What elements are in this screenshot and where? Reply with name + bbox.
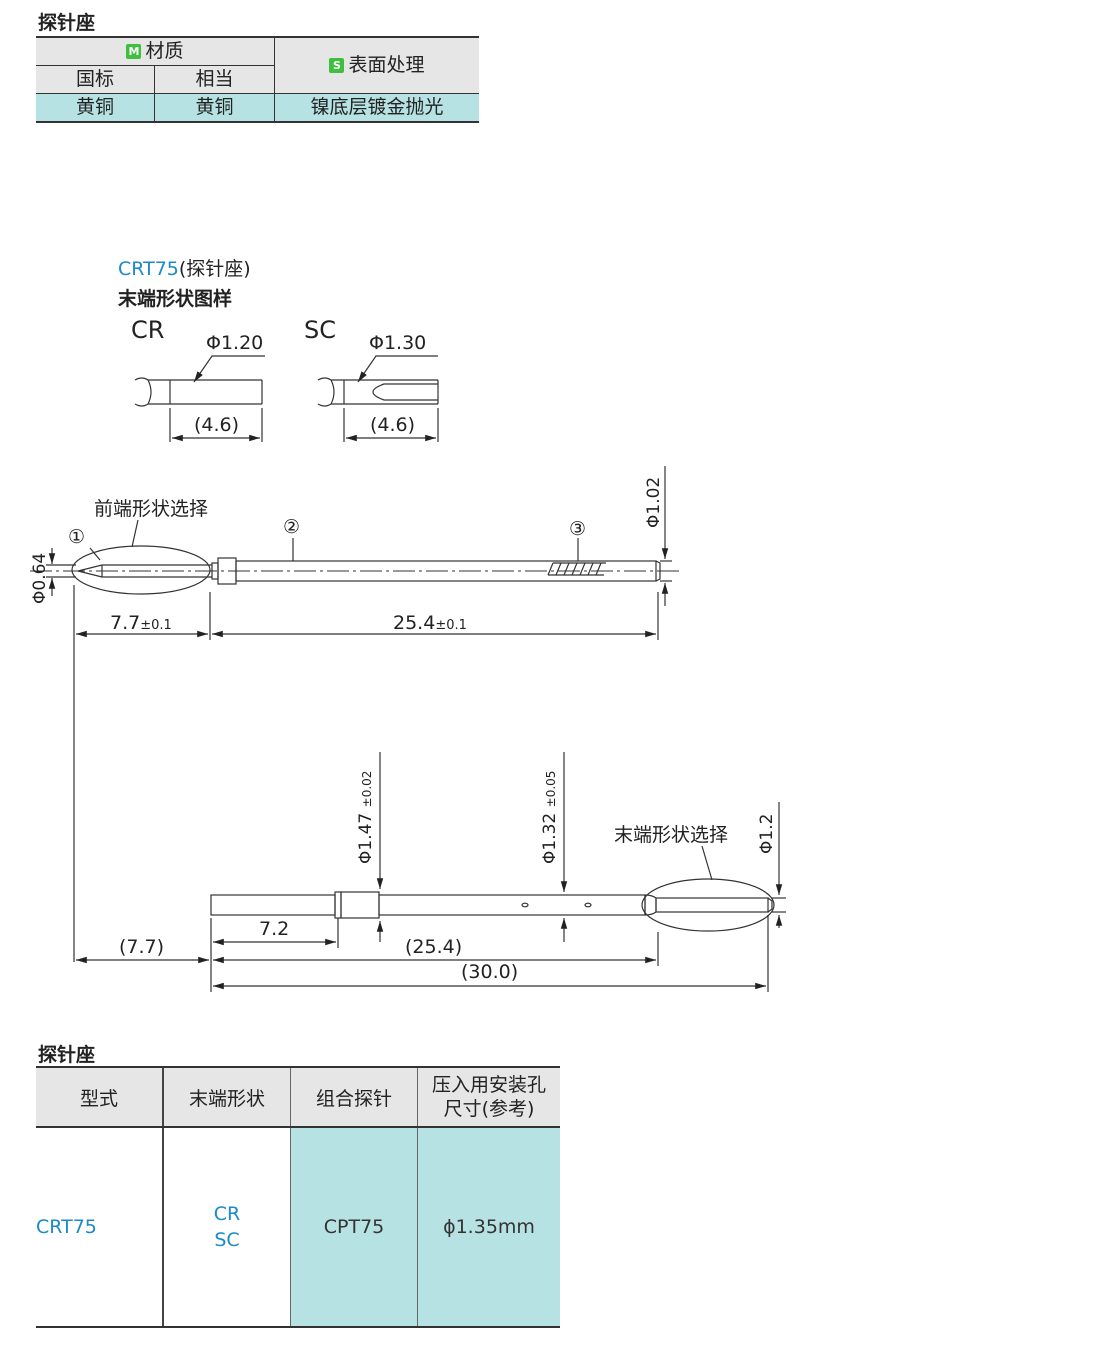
collar-diameter-tol: ±0.02 xyxy=(360,770,374,808)
tip-sc-length: (4.6) xyxy=(370,414,416,436)
socket-total-length: (30.0) xyxy=(461,961,519,983)
spec-header-hole-line2: 尺寸(参考) xyxy=(443,1098,535,1120)
mark-3: ③ xyxy=(569,518,587,540)
spec-cell-shape-cr: CR xyxy=(213,1203,241,1225)
probe-drawing xyxy=(30,355,786,992)
collar-diameter: Φ1.47 ±0.02 xyxy=(356,771,376,864)
col-standard: 国标 xyxy=(36,65,155,94)
socket-body xyxy=(76,752,786,992)
probe-front-length: 7.7±0.1 xyxy=(110,612,172,634)
spec-cell-shape: CR SC xyxy=(162,1127,291,1328)
spec-cell-shape-sc: SC xyxy=(214,1229,240,1251)
tip-cr-length: (4.6) xyxy=(194,414,240,436)
col-equivalent: 相当 xyxy=(154,65,275,94)
cell-equivalent: 黄铜 xyxy=(154,93,275,123)
tip-sc-code: SC xyxy=(304,316,336,344)
spec-cell-model: CRT75 xyxy=(36,1127,163,1328)
tip-cr-shape xyxy=(134,355,265,442)
section-title-material: 探针座 xyxy=(38,12,96,34)
probe-front-length-value: 7.7 xyxy=(110,612,141,634)
collar-diameter-value: Φ1.47 xyxy=(356,812,376,864)
model-caption: CRT75(探针座) xyxy=(118,254,251,281)
probe-body-diameter: Φ1.02 xyxy=(644,476,664,528)
spec-cell-probe: CPT75 xyxy=(290,1127,418,1328)
probe-tip-diameter: Φ0.64 xyxy=(30,552,50,604)
end-shape-label: 末端形状选择 xyxy=(614,824,729,846)
spec-cell-hole: ϕ1.35mm xyxy=(417,1127,560,1328)
probe-body-length-value: 25.4 xyxy=(393,612,436,634)
surface-badge-icon: S xyxy=(329,58,345,73)
spec-header-hole-line1: 压入用安装孔 xyxy=(431,1074,546,1096)
socket-body-length: (25.4) xyxy=(405,936,463,958)
tip-cr-code: CR xyxy=(131,316,165,344)
material-header: 材质 xyxy=(145,40,184,62)
collar-length: 7.2 xyxy=(259,918,290,940)
spec-header-hole: 压入用安装孔 尺寸(参考) xyxy=(417,1066,560,1128)
offset-length: (7.7) xyxy=(119,936,165,958)
mark-2: ② xyxy=(283,516,301,538)
tip-sc-diameter: Φ1.30 xyxy=(369,332,427,354)
section-title-spec: 探针座 xyxy=(38,1044,96,1066)
mark-1: ① xyxy=(68,526,86,548)
spec-header-shape: 末端形状 xyxy=(162,1066,291,1128)
tip-sc-shape xyxy=(317,355,439,442)
probe-body-length-tol: ±0.1 xyxy=(435,618,467,633)
probe-body xyxy=(30,466,680,962)
socket-body-diameter-value: Φ1.32 xyxy=(540,812,560,864)
socket-body-diameter: Φ1.32 ±0.05 xyxy=(540,771,560,864)
cell-surface: 镍底层镀金抛光 xyxy=(274,93,479,123)
model-name: CRT75 xyxy=(118,258,179,280)
tip-cr-diameter: Φ1.20 xyxy=(206,332,264,354)
front-shape-label: 前端形状选择 xyxy=(94,498,209,520)
probe-body-length: 25.4±0.1 xyxy=(393,612,467,634)
cell-standard: 黄铜 xyxy=(36,93,155,123)
spec-header-model: 型式 xyxy=(36,1066,163,1128)
probe-front-length-tol: ±0.1 xyxy=(140,618,172,633)
socket-end-diameter: Φ1.2 xyxy=(757,813,777,854)
surface-header: 表面处理 xyxy=(348,54,425,76)
spec-header-probe: 组合探针 xyxy=(290,1066,418,1128)
socket-body-diameter-tol: ±0.05 xyxy=(544,770,558,808)
spec-table: 型式 末端形状 组合探针 压入用安装孔 尺寸(参考) CRT75 CR SC C… xyxy=(36,1066,560,1328)
material-badge-icon: M xyxy=(126,44,142,59)
model-suffix: (探针座) xyxy=(178,258,251,280)
tip-title: 末端形状图样 xyxy=(118,288,233,310)
